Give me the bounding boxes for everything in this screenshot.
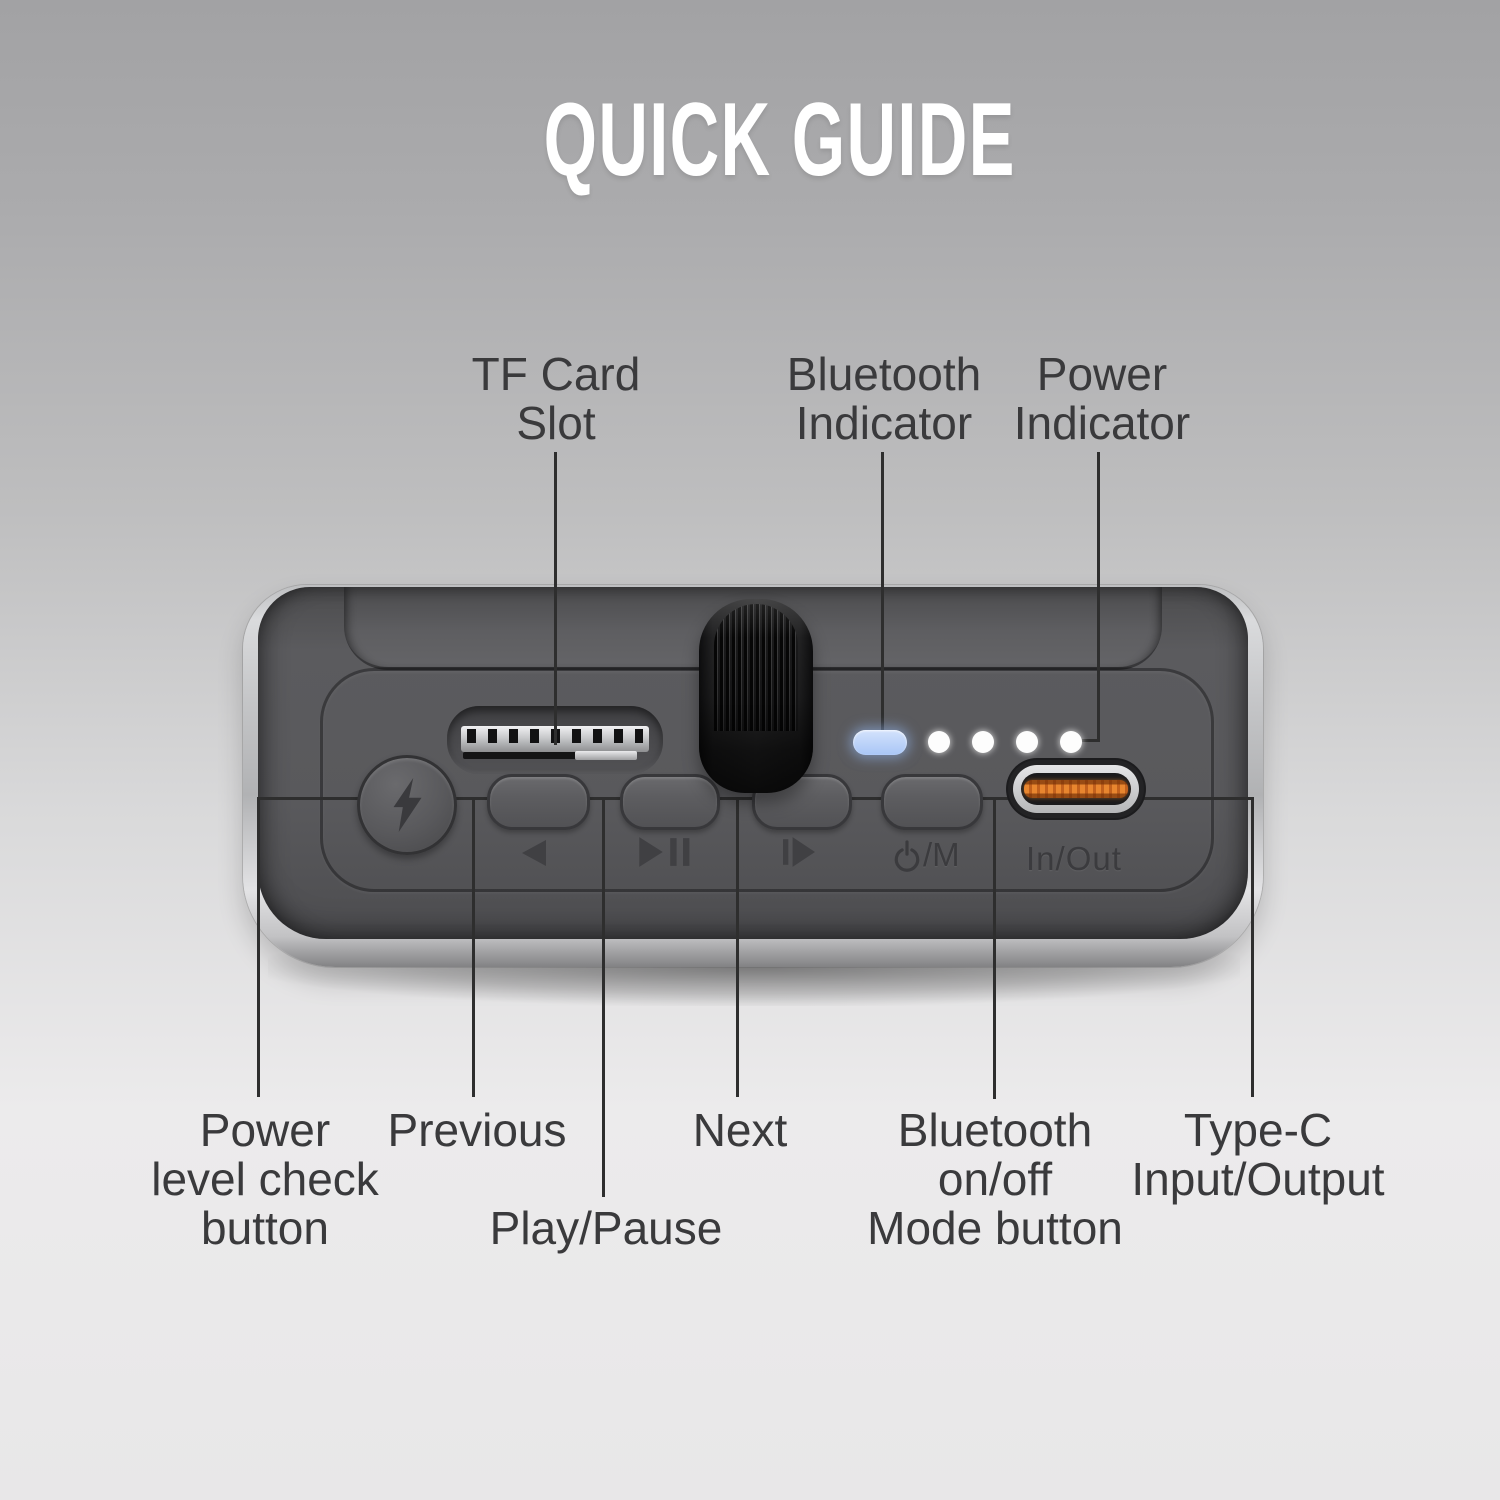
label-play-pause: Play/Pause — [490, 1204, 723, 1253]
bluetooth-indicator-leader-line — [881, 452, 884, 732]
power-level-check-button — [357, 755, 457, 855]
label-line: Indicator — [795, 397, 973, 449]
label-line: button — [201, 1202, 329, 1254]
label-line: TF Card — [471, 348, 641, 400]
mode-button — [881, 774, 983, 830]
label-type-c: Type-C Input/Output — [1131, 1106, 1384, 1204]
label-line: Input/Output — [1131, 1153, 1385, 1205]
power-indicator-dot — [928, 731, 950, 753]
label-line: on/off — [937, 1153, 1053, 1205]
power-symbol-icon — [894, 840, 920, 872]
bluetooth-indicator-led — [853, 730, 907, 755]
label-tf-card-slot: TF Card Slot — [472, 350, 641, 448]
label-line: Power — [1036, 348, 1168, 400]
tf-slot-leader-line — [554, 452, 557, 745]
label-line: Power — [199, 1104, 331, 1156]
hand-strap — [699, 599, 813, 793]
tf-card-edge — [575, 751, 637, 760]
label-line: Next — [692, 1104, 788, 1156]
type-c-leader-line — [1251, 797, 1254, 1097]
previous-button — [487, 774, 590, 830]
label-power-indicator: Power Indicator — [1014, 350, 1190, 448]
type-c-port — [1008, 760, 1144, 818]
mode-icon-text: /M — [923, 836, 960, 873]
next-button — [752, 774, 852, 830]
label-power-level-check: Power level check button — [151, 1106, 379, 1253]
next-icon — [783, 837, 815, 867]
label-line: Slot — [516, 397, 596, 449]
page-title-text: QUICK GUIDE — [543, 82, 1017, 198]
label-next: Next — [693, 1106, 788, 1155]
typec-port-label: In/Out — [1026, 840, 1122, 877]
power-indicator-dot — [1016, 731, 1038, 753]
bluetooth-mode-leader-line — [993, 797, 996, 1099]
label-line: Bluetooth — [786, 348, 982, 400]
next-leader-line — [736, 797, 739, 1097]
type-c-port-tongue — [1024, 780, 1128, 798]
previous-leader-line — [472, 797, 475, 1097]
power-level-check-leader-line — [257, 797, 260, 1097]
strap-shading — [699, 599, 813, 793]
previous-icon — [522, 840, 546, 866]
lightning-icon — [393, 778, 422, 832]
power-indicator-dot — [972, 731, 994, 753]
page-title: QUICK GUIDE — [60, 88, 1500, 192]
tf-slot-opening — [463, 752, 633, 759]
label-line: level check — [151, 1153, 379, 1205]
play-pause-icon — [639, 837, 690, 867]
label-bluetooth-mode: Bluetooth on/off Mode button — [867, 1106, 1123, 1253]
play-pause-button — [620, 774, 720, 830]
label-previous: Previous — [388, 1106, 567, 1155]
label-line: Previous — [387, 1104, 567, 1156]
label-line: Bluetooth — [897, 1104, 1093, 1156]
label-line: Play/Pause — [489, 1202, 723, 1254]
power-indicator-leader-line-h — [1082, 739, 1100, 742]
power-mode-icon: /M — [893, 836, 960, 874]
label-bluetooth-indicator: Bluetooth Indicator — [787, 350, 981, 448]
label-line: Type-C — [1183, 1104, 1333, 1156]
label-line: Indicator — [1013, 397, 1191, 449]
power-indicator-leader-line — [1097, 452, 1100, 742]
label-line: Mode button — [867, 1202, 1123, 1254]
play-pause-leader-line — [602, 797, 605, 1197]
power-indicator-dot — [1060, 731, 1082, 753]
